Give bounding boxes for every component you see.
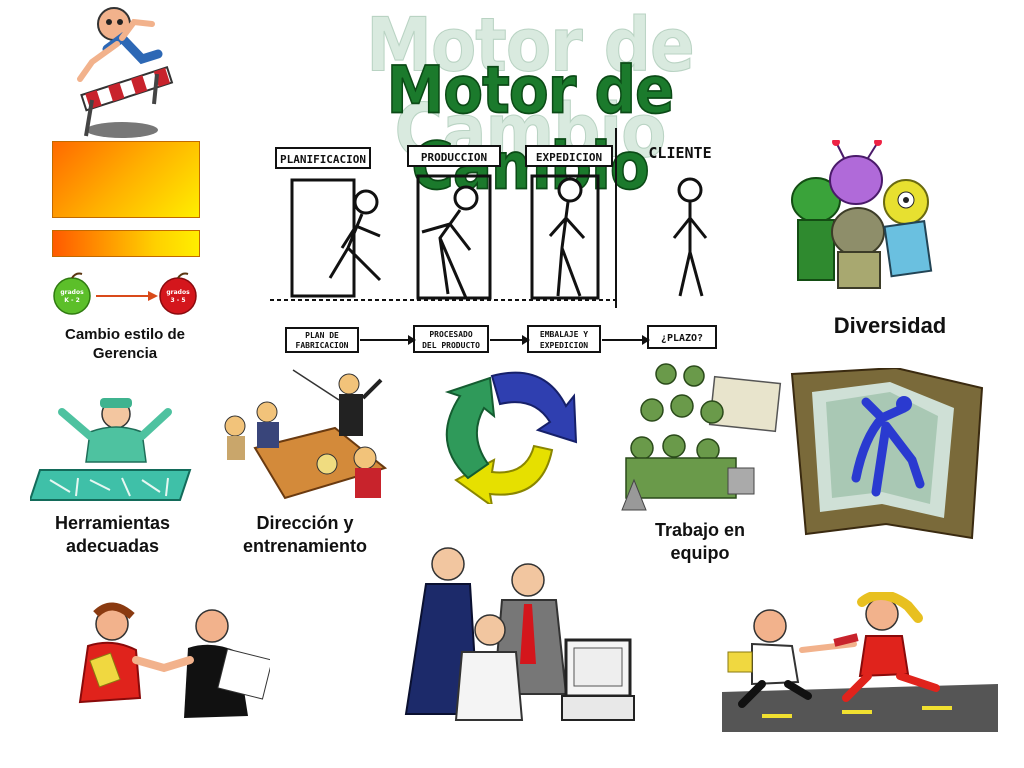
- surgeon-clipart: [30, 398, 192, 501]
- flow-3-line1: ¿PLAZO?: [661, 333, 703, 344]
- soldiers-team-clipart: [621, 363, 782, 511]
- svg-text:K - 2: K - 2: [64, 297, 80, 304]
- svg-text:grados: grados: [60, 289, 84, 296]
- alien-group-clipart: [791, 140, 933, 289]
- handshake-clipart: [78, 602, 270, 718]
- flow-0-line2: FABRICACION: [296, 341, 349, 350]
- cycle-arrows-icon: [444, 371, 578, 504]
- flow-boxes: PLAN DE FABRICACION PROCESADO DEL PRODUC…: [285, 325, 717, 353]
- stage-label-3: CLIENTE: [648, 144, 711, 162]
- caption-herramientas: Herramientas adecuadas: [54, 513, 171, 556]
- apples-progression: grados K - 2 grados 3 - 5: [53, 272, 197, 315]
- flow-0-line1: PLAN DE: [305, 331, 339, 340]
- caption-diversidad: Diversidad: [833, 313, 947, 338]
- hurdle-runner-clipart: [77, 7, 174, 138]
- relay-runners-clipart: [722, 592, 998, 732]
- office-computer-clipart: [404, 547, 635, 721]
- stage-label-2: EXPEDICION: [536, 151, 602, 164]
- caption-equipo: Trabajo en equipo: [654, 520, 746, 563]
- meeting-conductor-clipart: [224, 369, 388, 500]
- flow-1-line1: PROCESADO: [429, 330, 473, 339]
- flow-2-line1: EMBALAJE Y: [540, 330, 588, 339]
- stage-label-1: PRODUCCION: [421, 151, 487, 164]
- stage-label-0: PLANIFICACION: [280, 153, 366, 166]
- orange-gradient-bar-small: [52, 230, 200, 257]
- red-apple-icon: grados 3 - 5: [159, 272, 197, 315]
- arrow-right-icon: [96, 291, 158, 301]
- caption-gerencia: Cambio estilo de Gerencia: [64, 326, 186, 362]
- flow-2-line2: EXPEDICION: [540, 341, 588, 350]
- svg-text:grados: grados: [166, 289, 190, 296]
- climber-cliff-clipart: [790, 368, 984, 540]
- orange-gradient-bar-large: [52, 141, 200, 218]
- process-stages-cartoon: PLANIFICACION PRODUCCION EXPEDICION CLIE…: [270, 128, 717, 353]
- stage-labels: PLANIFICACION PRODUCCION EXPEDICION CLIE…: [275, 144, 712, 169]
- svg-text:3 - 5: 3 - 5: [170, 297, 185, 304]
- title-shadow: Motor de Cambio: [366, 1, 695, 175]
- green-apple-icon: grados K - 2: [53, 272, 91, 315]
- flow-1-line2: DEL PRODUCTO: [422, 341, 480, 350]
- caption-direccion: Dirección y entrenamiento: [242, 513, 368, 556]
